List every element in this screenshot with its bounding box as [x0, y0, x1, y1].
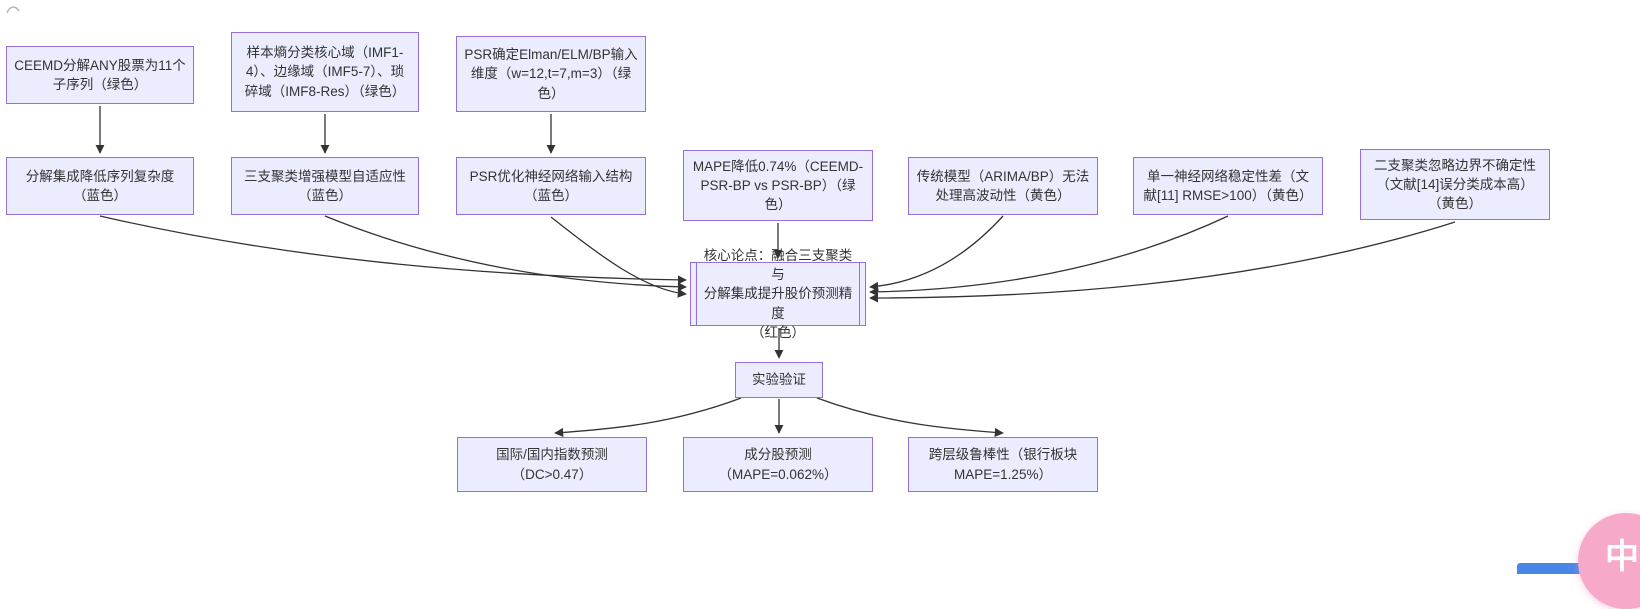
node-traditional-model-limits: 传统模型（ARIMA/BP）无法 处理高波动性（黄色）	[908, 157, 1098, 215]
node-experiment-validation: 实验验证	[735, 362, 823, 398]
node-constituent-stock-prediction: 成分股预测 （MAPE=0.062%）	[683, 437, 873, 492]
edge-traditional-to-core	[869, 215, 1004, 291]
node-ceemd-decompose: CEEMD分解ANY股票为11个 子序列（绿色）	[6, 46, 194, 104]
translate-button-label: 中A	[1605, 538, 1640, 576]
node-cross-level-robustness: 跨层级鲁棒性（银行板块 MAPE=1.25%）	[908, 437, 1098, 492]
edge-experiment-to-robustness	[816, 397, 1004, 437]
corner-scribble-mark	[6, 6, 20, 14]
flowchart-page: { "theme": { "node_fill": "#ECECFF", "no…	[6, 6, 1640, 609]
node-three-way-clustering-adaptivity: 三支聚类增强模型自适应性 （蓝色）	[231, 157, 419, 215]
node-single-nn-instability: 单一神经网络稳定性差（文 献[11] RMSE>100）（黄色）	[1133, 157, 1323, 215]
node-mape-reduction: MAPE降低0.74%（CEEMD- PSR-BP vs PSR-BP）（绿 色…	[683, 150, 873, 221]
node-psr-optimizes-input-structure: PSR优化神经网络输入结构 （蓝色）	[456, 157, 646, 215]
edge-experiment-to-index	[554, 397, 742, 437]
edge-structure-to-core	[550, 216, 687, 298]
node-sample-entropy-domains: 样本熵分类核心域（IMF1- 4）、边缘域（IMF5-7）、琐 碎域（IMF8-…	[231, 32, 419, 112]
node-core-thesis: 核心论点：融合三支聚类与 分解集成提升股价预测精度 （红色）	[690, 248, 866, 340]
edge-layer	[95, 106, 1456, 437]
node-index-prediction: 国际/国内指数预测 （DC>0.47）	[457, 437, 647, 492]
node-psr-input-dimension: PSR确定Elman/ELM/BP输入 维度（w=12,t=7,m=3）（绿 色…	[456, 36, 646, 112]
edge-twoway-to-core	[869, 221, 1456, 303]
edge-singlenn-to-core	[869, 215, 1229, 297]
node-decomposition-reduces-complexity: 分解集成降低序列复杂度 （蓝色）	[6, 157, 194, 215]
node-two-way-clustering-limits: 二支聚类忽略边界不确定性 （文献[14]误分类成本高） （黄色）	[1360, 149, 1550, 220]
edge-complexity-to-core	[99, 215, 687, 285]
edge-adaptivity-to-core	[324, 215, 687, 292]
